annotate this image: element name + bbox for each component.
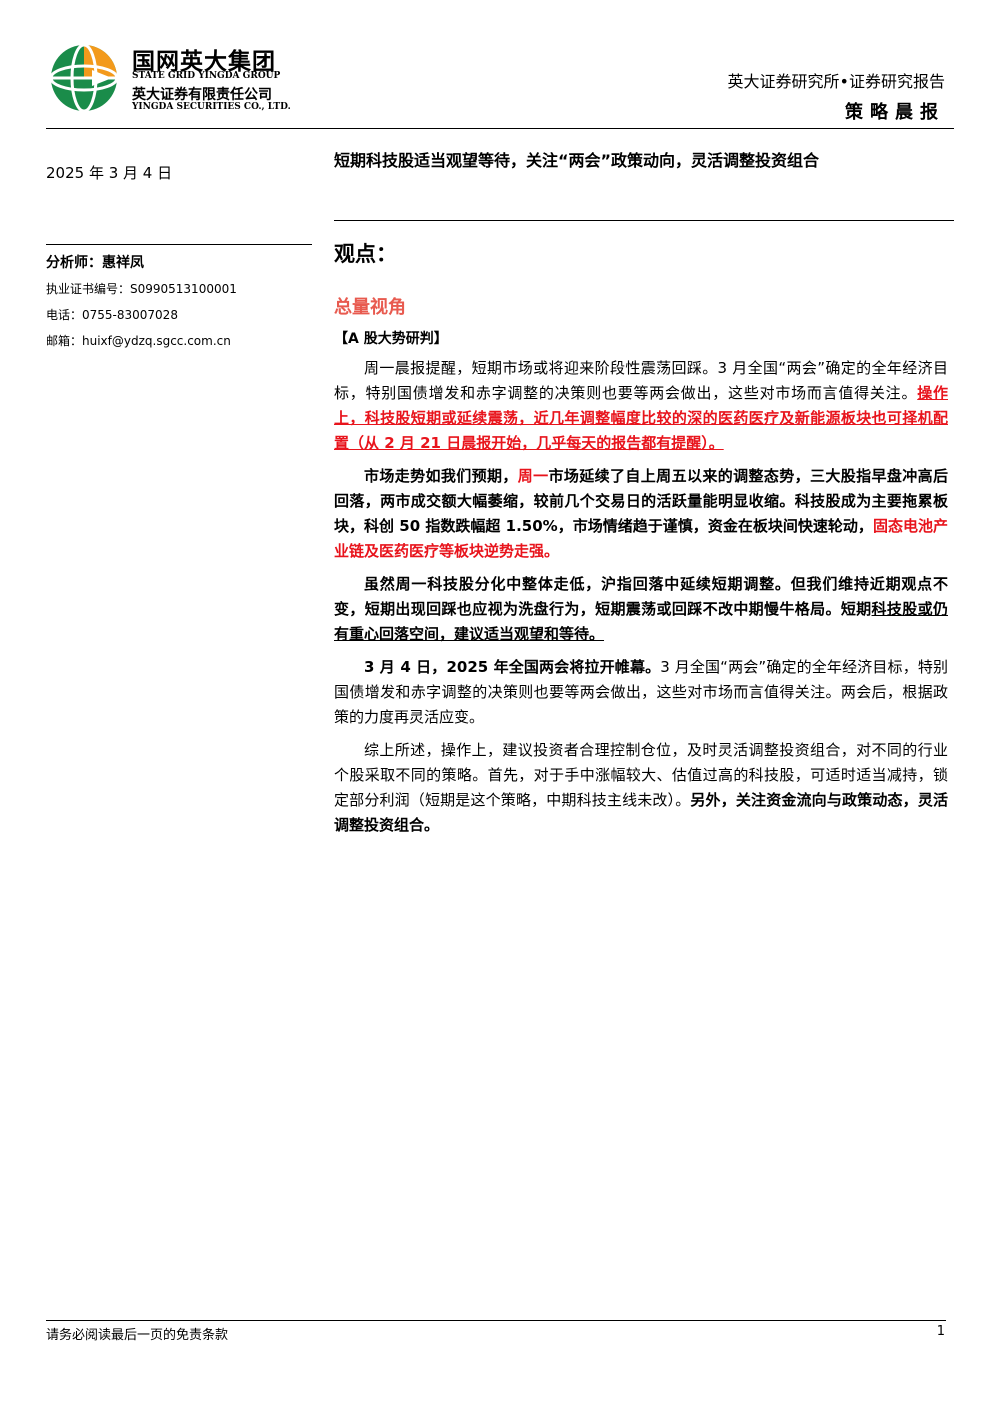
paragraph-5: 综上所述，操作上，建议投资者合理控制仓位，及时灵活调整投资组合，对不同的行业个股… bbox=[334, 738, 948, 838]
paragraph-2: 市场走势如我们预期，周一市场延续了自上周五以来的调整态势，三大股指早盘冲高后回落… bbox=[334, 464, 948, 564]
company-name-en: YINGDA SECURITIES CO., LTD. bbox=[132, 102, 291, 112]
analyst-phone: 电话：0755-83007028 bbox=[46, 308, 178, 322]
analyst-name: 分析师：惠祥凤 bbox=[46, 255, 144, 271]
report-body: 周一晨报提醒，短期市场或将迎来阶段性震荡回踩。3 月全国“两会”确定的全年经济目… bbox=[334, 356, 948, 846]
analyst-email[interactable]: 邮箱：huixf@ydzq.sgcc.com.cn bbox=[46, 334, 231, 348]
paragraph-2-highlight-sectors: 固态电池产业链及医药医疗等板块逆势走强。 bbox=[334, 517, 948, 560]
paragraph-3-underline: 科技股或仍有重心回落空间，建议适当观望和等待。 bbox=[334, 600, 948, 643]
paragraph-4: 3 月 4 日，2025 年全国两会将拉开帷幕。3 月全国“两会”确定的全年经济… bbox=[334, 655, 948, 730]
report-title: 短期科技股适当观望等待，关注“两会”政策动向，灵活调整投资组合 bbox=[334, 151, 820, 170]
paragraph-1-highlight: 操作上，科技股短期或延续震荡，近几年调整幅度比较的深的医药医疗及新能源板块也可择… bbox=[334, 384, 948, 452]
company-group-name-cn: 国网英大集团 bbox=[132, 49, 276, 75]
section-heading: 总量视角 bbox=[334, 297, 406, 318]
company-name-cn: 英大证券有限责任公司 bbox=[132, 87, 272, 103]
subsection-heading: 【A 股大势研判】 bbox=[334, 331, 448, 347]
analyst-divider bbox=[46, 244, 312, 245]
viewpoint-heading: 观点： bbox=[334, 242, 397, 266]
header-divider bbox=[46, 128, 954, 129]
company-group-name-en: STATE GRID YINGDA GROUP bbox=[132, 71, 281, 81]
page-number: 1 bbox=[936, 1324, 945, 1339]
footer-divider bbox=[46, 1320, 946, 1321]
paragraph-1: 周一晨报提醒，短期市场或将迎来阶段性震荡回踩。3 月全国“两会”确定的全年经济目… bbox=[334, 356, 948, 456]
paragraph-2-text-a: 市场走势如我们预期， bbox=[364, 467, 518, 485]
paragraph-3-text: 虽然周一科技股分化中整体走低，沪指回落中延续短期调整。但我们维持近期观点不变，短… bbox=[334, 575, 948, 618]
report-date: 2025 年 3 月 4 日 bbox=[46, 164, 173, 182]
paragraph-3: 虽然周一科技股分化中整体走低，沪指回落中延续短期调整。但我们维持近期观点不变，短… bbox=[334, 572, 948, 647]
paragraph-2-text-b: 市场延续了自上周五以来的调整态势，三大股指早盘冲高后回落，两市成交额大幅萎缩，较… bbox=[334, 467, 948, 535]
analyst-license: 执业证书编号：S0990513100001 bbox=[46, 282, 237, 296]
disclaimer-notice: 请务必阅读最后一页的免责条款 bbox=[46, 1328, 229, 1343]
paragraph-1-text: 周一晨报提醒，短期市场或将迎来阶段性震荡回踩。3 月全国“两会”确定的全年经济目… bbox=[334, 359, 948, 402]
paragraph-4-text: 3 月全国“两会”确定的全年经济目标，特别国债增发和赤字调整的决策则也要等两会做… bbox=[334, 658, 948, 726]
paragraph-5-conclusion: 另外，关注资金流向与政策动态，灵活调整投资组合。 bbox=[334, 791, 948, 834]
report-type: 策略晨报 bbox=[845, 102, 945, 123]
paragraph-5-text: 综上所述，操作上，建议投资者合理控制仓位，及时灵活调整投资组合，对不同的行业个股… bbox=[334, 741, 948, 809]
yingda-globe-logo-icon bbox=[46, 40, 122, 116]
title-divider bbox=[334, 220, 954, 221]
paragraph-4-lead: 3 月 4 日，2025 年全国两会将拉开帷幕。 bbox=[364, 658, 661, 676]
paragraph-2-highlight-day: 周一 bbox=[517, 467, 549, 485]
research-organization: 英大证券研究所•证券研究报告 bbox=[727, 72, 945, 91]
